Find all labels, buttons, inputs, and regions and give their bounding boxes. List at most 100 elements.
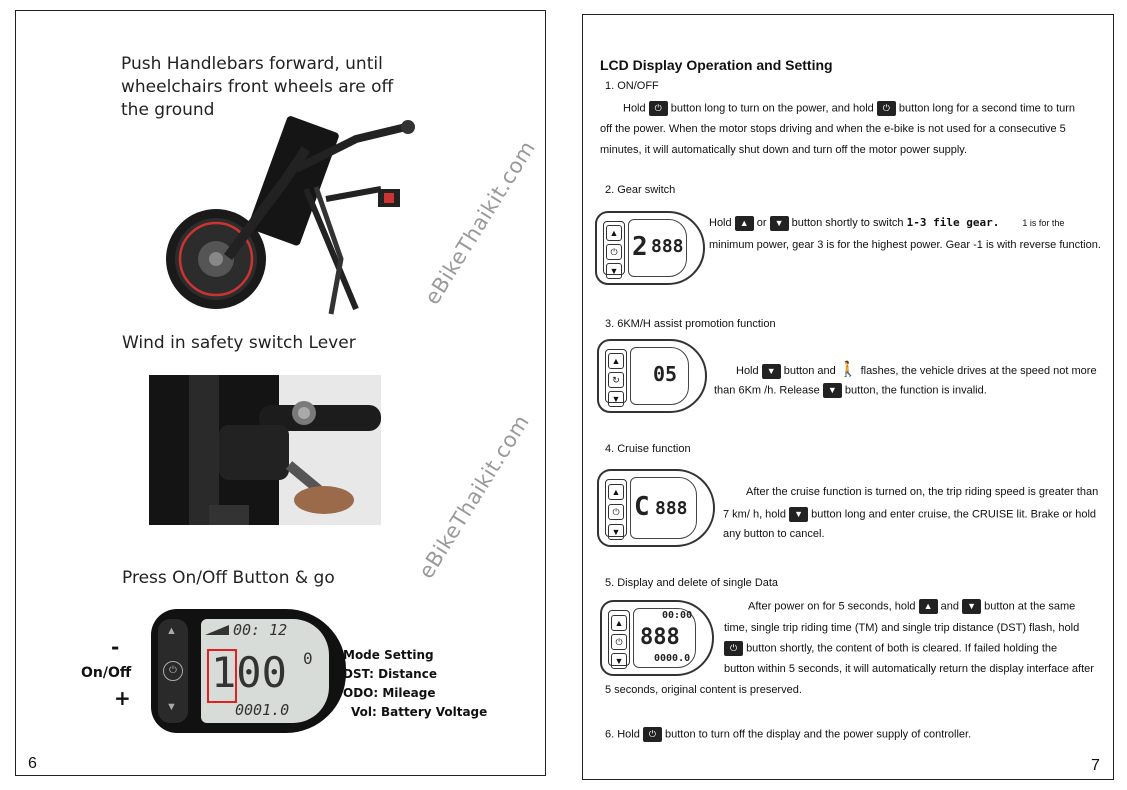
s4-heading: 4. Cruise function [605,443,691,455]
s3-heading: 3. 6KM/H assist promotion function [605,318,776,330]
down-button-icon [761,363,781,379]
button-pad: ▲ ⏻ ▼ [158,619,188,723]
lcd-display-unit: ▲ ⏻ ▼ 00: 12 100 0 0001.0 [151,609,346,733]
lcd-screen: 00:00 888 0000.0 [633,608,696,668]
speed-digits: 888 [651,236,684,257]
up-button-icon: ▲ [608,484,624,500]
s3-line1: Hold button and 🚶 flashes, the vehicle d… [736,362,1097,379]
caption-safety-switch: Wind in safety switch Lever [122,333,356,353]
speed-digits: 888 [655,498,688,519]
plus-sign: + [114,686,131,710]
s4-line3: any button to cancel. [723,528,825,540]
s1-line3: minutes, it will automatically shut down… [600,144,968,156]
text: flashes, the vehicle drives at the speed… [860,365,1097,377]
keypad: ▲ ⏻ ▼ [608,610,630,669]
s2-line2: minimum power, gear 3 is for the highest… [709,239,1101,251]
lcd-odo: 0001.0 [235,701,290,719]
text: and [940,600,960,613]
legend-odo: ODO: Mileage [343,686,436,700]
text: button to turn off the display and the p… [664,728,972,741]
s5-heading: 5. Display and delete of single Data [605,577,779,589]
onoff-label: On/Off [81,665,132,681]
s4-line1: After the cruise function is turned on, … [746,486,1099,498]
text: After power on for 5 seconds, hold [748,600,916,613]
text: than 6Km /h. Release [714,384,820,397]
caption-push-handlebars: Push Handlebars forward, until wheelchai… [121,53,393,122]
caption-line: the ground [121,100,215,120]
text: 1-3 file gear. [906,216,1000,229]
speed-digits: 888 [640,625,680,650]
up-button-icon: ▲ [606,225,622,241]
lcd-speed-decimal: 0 [303,649,313,668]
text: 6. Hold [605,728,640,741]
s4-line2: 7 km/ h, hold button long and enter crui… [723,507,1096,522]
down-button-icon [962,599,982,614]
s1-line1: Hold button long to turn on the power, a… [623,101,1075,116]
mode-highlight-box [207,649,237,703]
legend-vol: Vol: Battery Voltage [351,705,488,719]
down-button-icon [769,215,789,231]
page-number: 7 [1091,757,1100,774]
s5-line5: 5 seconds, original content is preserved… [605,684,802,696]
down-button-icon[interactable]: ▼ [166,701,177,713]
s5-line3: button shortly, the content of both is c… [724,641,1057,656]
caption-line: wheelchairs front wheels are off [121,77,394,97]
walk-assist-icon: 🚶 [838,361,858,378]
power-button-icon: ⏻ [611,634,627,650]
s6-line: 6. Hold button to turn off the display a… [605,727,971,742]
s5-line4: button within 5 seconds, it will automat… [724,663,1094,675]
text: Hold [736,365,759,377]
text: Hold [623,102,646,115]
down-button-icon: ▼ [608,391,624,407]
power-button-icon: ⏻ [608,504,624,520]
up-button-icon[interactable]: ▲ [166,625,177,637]
power-button-icon [876,101,896,116]
lcd-diagram-gear: ▲ ⏻ ▼ 2 888 [595,211,705,285]
handcycle-photo [166,116,415,315]
power-button-icon [648,101,668,116]
power-button-icon: ⏻ [606,244,622,260]
lcd-screen: 05 [630,347,689,405]
trip-time: 00:00 [662,610,693,621]
cruise-digit: C [634,492,650,522]
caption-line: Push Handlebars forward, until [121,54,383,74]
s1-heading: 1. ON/OFF [605,80,659,92]
power-button-icon [724,641,743,656]
legend-dst: DST: Distance [343,667,437,681]
keypad: ▲ ⏻ ▼ [603,221,625,279]
text: or [756,217,767,229]
text: Hold [709,217,732,229]
power-button-icon [642,727,662,742]
lcd-screen: 00: 12 100 0 0001.0 [201,619,329,723]
text: button long to turn on the power, and ho… [670,102,874,115]
gear-digit: 2 [632,232,648,262]
lcd-screen: 2 888 [628,219,687,277]
text: button long for a second time to turn [898,102,1076,115]
up-button-icon: ▲ [608,353,624,369]
text: 7 km/ h, hold [723,508,786,521]
s2-heading: 2. Gear switch [605,184,676,196]
caption-press-onoff: Press On/Off Button & go [122,568,335,588]
s1-line2: off the power. When the motor stops driv… [600,123,1066,135]
keypad: ▲ ⏻ ▼ [605,479,627,540]
keypad: ▲ ↻ ▼ [605,349,627,407]
power-button-icon[interactable]: ⏻ [163,661,183,681]
lcd-diagram-data: ▲ ⏻ ▼ 00:00 888 0000.0 [600,600,714,676]
s3-line2: than 6Km /h. Release button, the functio… [714,383,987,398]
text: button at the same [984,600,1076,613]
page-number: 6 [28,755,37,772]
assist-digits: 05 [653,362,678,386]
trip-distance: 0000.0 [654,653,691,664]
text: button shortly to switch [791,217,904,229]
display-legend: Mode Setting DST: Distance ODO: Mileage … [343,646,487,722]
lcd-diagram-assist: ▲ ↻ ▼ 05 [597,339,707,413]
s5-line1: After power on for 5 seconds, hold and b… [748,599,1075,614]
lcd-speed: 100 [211,648,287,697]
legend-mode: Mode Setting [343,648,434,662]
down-button-icon [822,383,842,398]
text: button, the function is invalid. [844,384,987,397]
text: 1 is for the [1022,218,1065,228]
text: button shortly, the content of both is c… [746,642,1058,655]
lcd-time: 00: 12 [233,621,288,639]
down-button-icon: ▼ [608,524,624,540]
